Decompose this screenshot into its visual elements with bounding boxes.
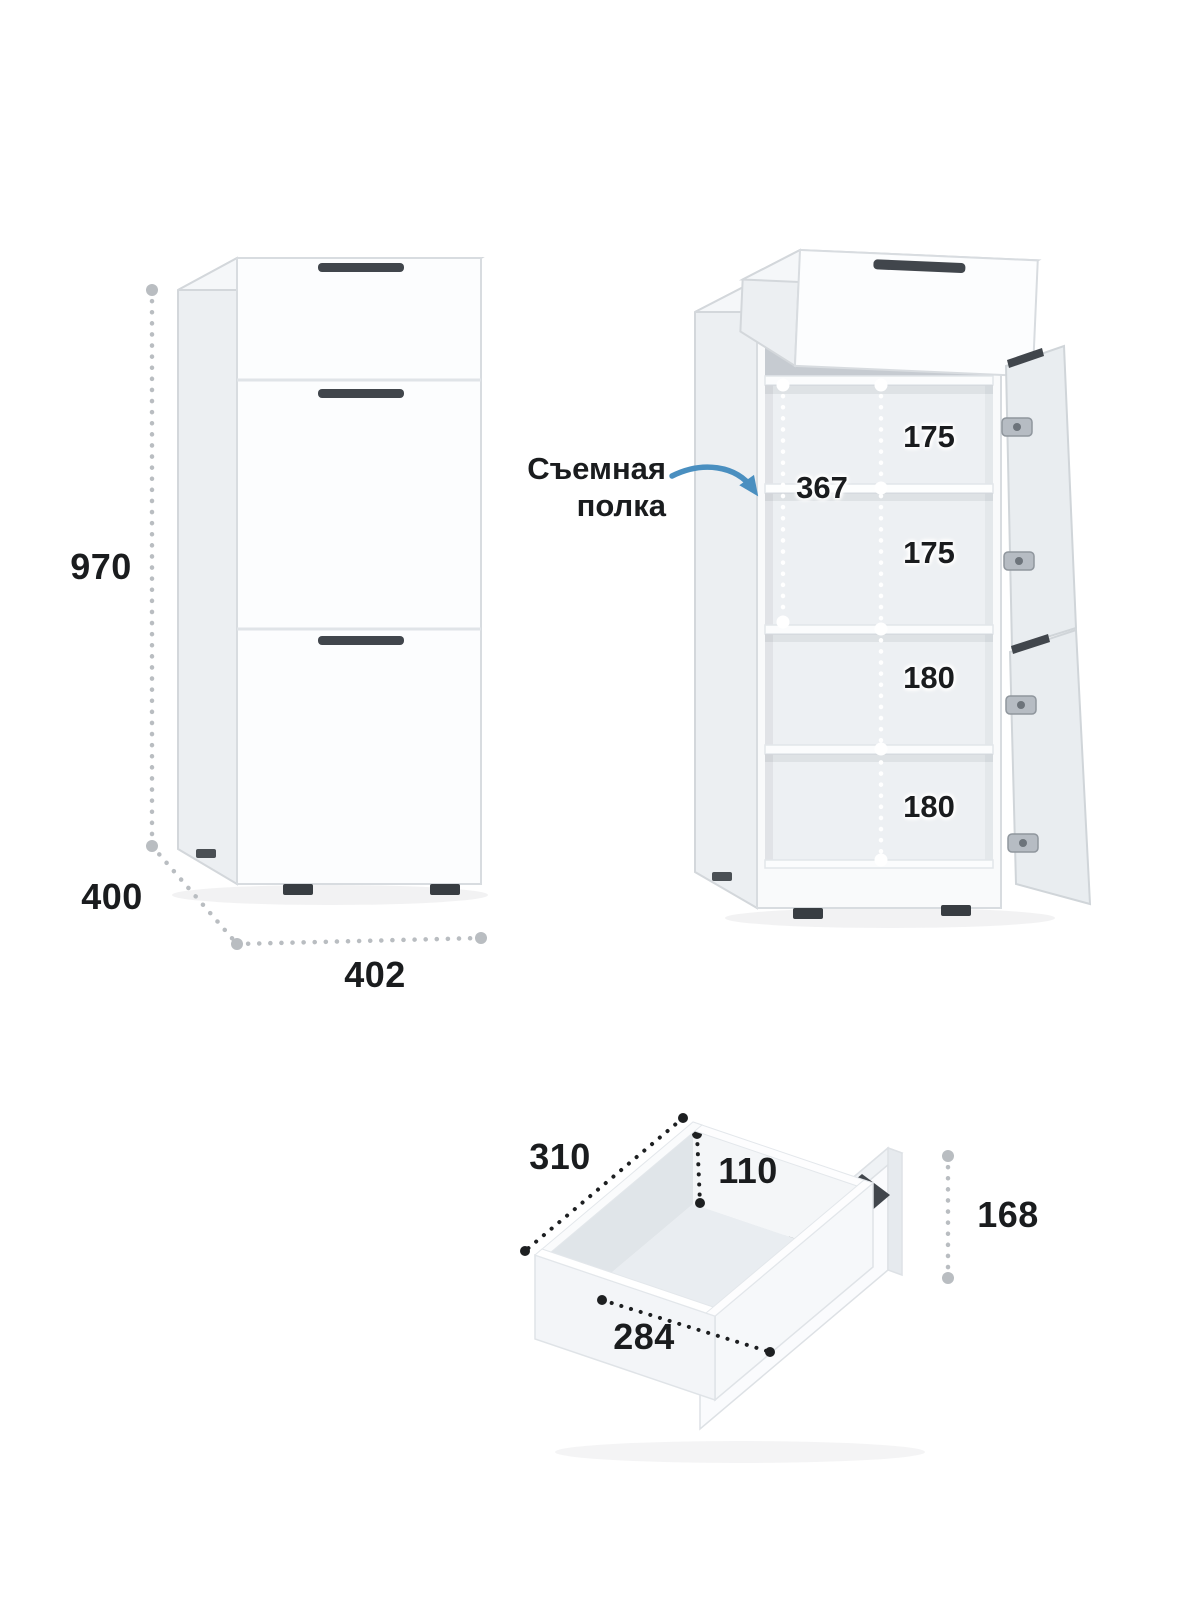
dimension-endpoint xyxy=(597,1295,607,1305)
dim-compartment-1: 175 xyxy=(903,419,955,454)
dim-drawer-inner-width: 284 xyxy=(613,1316,675,1357)
dimension-endpoint xyxy=(146,284,158,296)
closed-cabinet-illustration xyxy=(172,256,488,905)
cabinet-shadow xyxy=(725,908,1055,928)
open-cabinet-dimension-lines xyxy=(776,378,888,867)
drawer-handle-icon xyxy=(318,263,404,272)
dim-drawer-depth: 310 xyxy=(529,1136,591,1177)
dimension-endpoint xyxy=(765,1347,775,1357)
dimension-endpoint xyxy=(776,615,790,629)
cabinet-back-foot xyxy=(196,849,216,858)
dimension-endpoint xyxy=(874,378,888,392)
hinge-pin xyxy=(1017,701,1025,709)
dimension-endpoint xyxy=(520,1246,530,1256)
dim-compartment-3: 180 xyxy=(903,660,955,695)
open-drawer-box xyxy=(738,248,1042,378)
drawer-front-panel-side-edge xyxy=(887,1146,903,1277)
dimension-endpoint xyxy=(874,853,888,867)
dim-compartment-2: 175 xyxy=(903,535,955,570)
dimension-endpoint xyxy=(874,481,888,495)
dimension-endpoint xyxy=(475,932,487,944)
drawer-rim xyxy=(704,1179,875,1317)
cabinet-back-foot xyxy=(712,872,732,881)
drawer-handle-icon xyxy=(873,259,966,274)
callout-removable-shelf: Съемная полка xyxy=(527,451,666,523)
dimension-endpoint xyxy=(942,1150,954,1162)
shelf-shadow xyxy=(765,754,993,762)
dimension-endpoint xyxy=(678,1113,688,1123)
dimension-endpoint xyxy=(695,1198,705,1208)
cabinet-side-panel xyxy=(694,278,758,910)
dimension-endpoint xyxy=(942,1272,954,1284)
cabinet-shadow xyxy=(172,885,488,905)
cabinet-left-foot xyxy=(793,908,823,919)
cabinet-right-foot xyxy=(941,905,971,916)
drawer-width-dimension-line xyxy=(600,1298,772,1354)
open-cabinet-illustration xyxy=(694,248,1092,928)
cabinet-right-foot xyxy=(430,884,460,895)
hinge-pin xyxy=(1013,423,1021,431)
dim-cabinet-height: 970 xyxy=(70,546,132,587)
cavity-left-shade xyxy=(765,288,773,868)
dimension-endpoint xyxy=(776,378,790,392)
width-dimension-line xyxy=(234,935,484,947)
top-door-panel xyxy=(1004,344,1078,650)
cabinet-left-foot xyxy=(283,884,313,895)
drawer-depth-dimension-line xyxy=(523,1116,685,1253)
hinge-pin xyxy=(1019,839,1027,847)
dim-drawer-inner-height: 110 xyxy=(718,1150,778,1191)
dimension-endpoint xyxy=(874,742,888,756)
dim-compartment-4: 180 xyxy=(903,789,955,824)
bottom-door-handle-icon xyxy=(1011,634,1050,654)
dimension-endpoint xyxy=(874,622,888,636)
removable-shelf-arrow-icon xyxy=(669,464,759,497)
dim-cabinet-width: 402 xyxy=(344,954,406,995)
top-door-handle-icon xyxy=(1007,348,1044,368)
depth-dimension-line xyxy=(149,843,240,947)
cabinet-side-panel xyxy=(177,256,238,886)
cavity-right-shade xyxy=(985,288,993,868)
hinge-pin xyxy=(1015,557,1023,565)
dim-drawer-front-height: 168 xyxy=(977,1194,1039,1235)
drawer-front-panel xyxy=(793,248,1039,378)
inner-height-dimension-line xyxy=(695,1132,702,1205)
bottom-door-panel xyxy=(1008,628,1092,906)
closed-cabinet-dimension-lines xyxy=(146,284,487,950)
dim-cabinet-depth: 400 xyxy=(81,876,143,917)
bottom-door-handle-icon xyxy=(318,636,404,645)
drawer-illustration xyxy=(520,1113,954,1463)
top-door-handle-icon xyxy=(318,389,404,398)
drawer-shadow xyxy=(555,1441,925,1463)
open-bottom-door xyxy=(1005,628,1092,906)
shelf-shadow xyxy=(765,634,993,642)
cabinet-front-face xyxy=(236,257,482,885)
open-top-door xyxy=(1001,344,1078,650)
dim-open-space-height: 367 xyxy=(796,470,848,505)
